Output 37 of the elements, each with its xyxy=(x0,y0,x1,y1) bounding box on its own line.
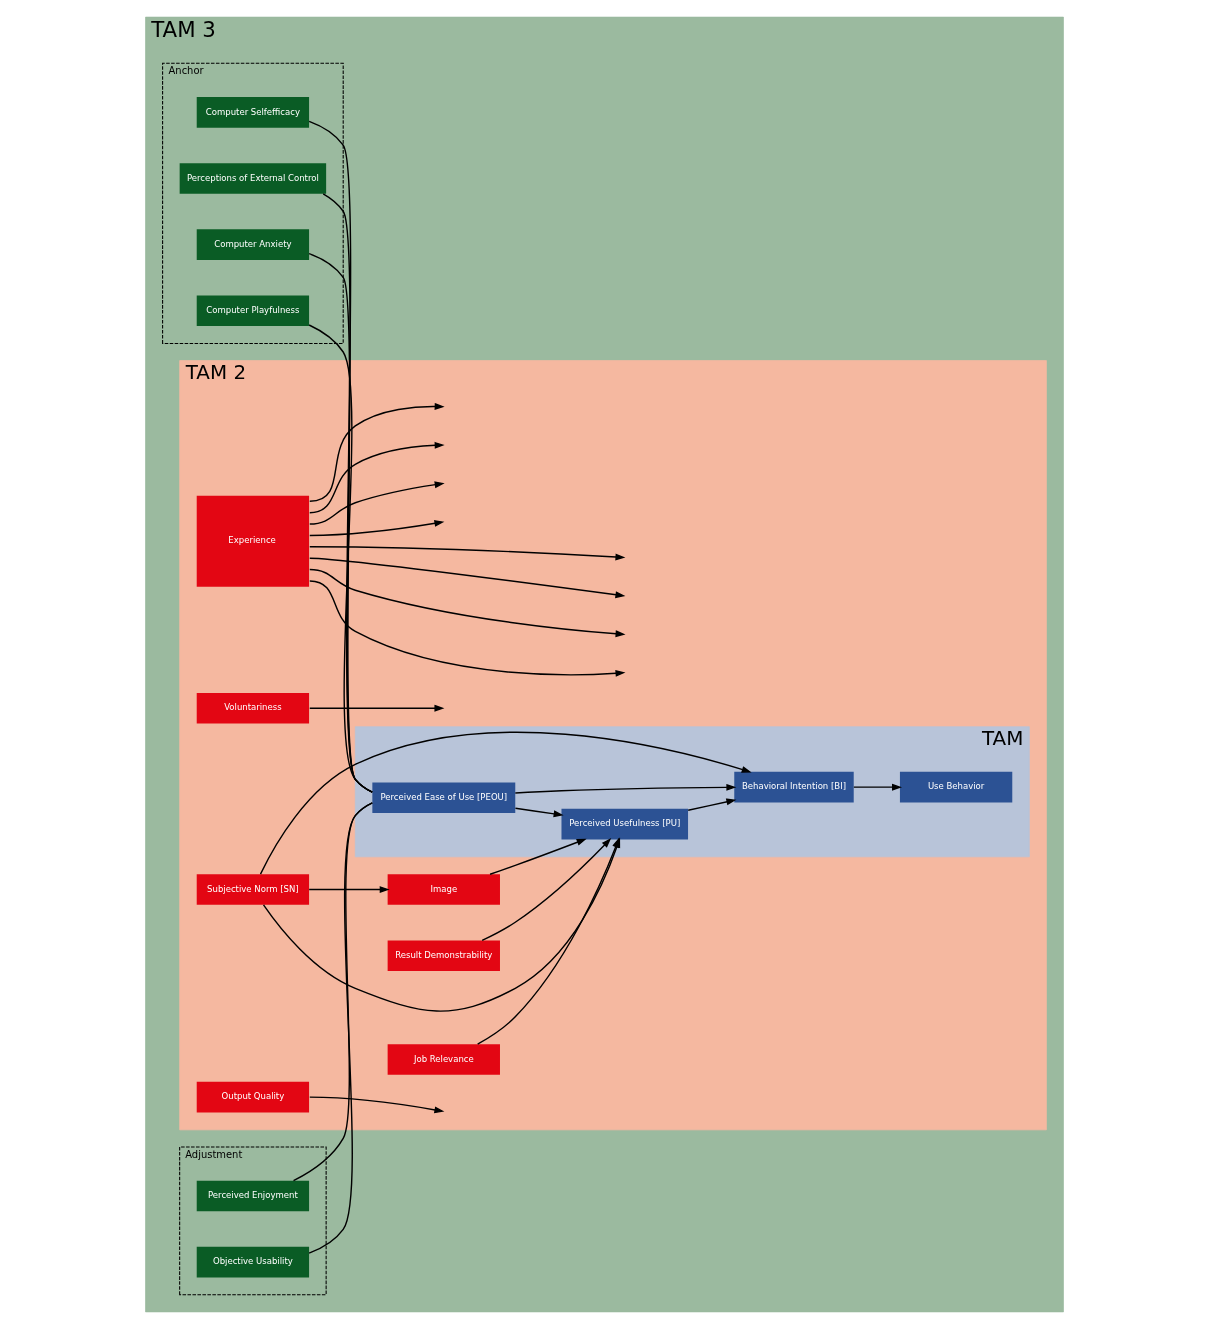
arrow xyxy=(514,783,736,794)
node-box: Behavioral Intention [BI] xyxy=(733,771,854,803)
arrow xyxy=(488,838,587,875)
arrow xyxy=(308,519,444,537)
node-box: Computer Playfulness xyxy=(196,295,309,327)
arrow xyxy=(308,441,445,514)
node-box: Computer Selfefficacy xyxy=(196,97,309,128)
node-box: Subjective Norm [SN] xyxy=(196,874,309,905)
arrow xyxy=(307,886,390,894)
node-box: Image xyxy=(387,874,500,905)
node-box: Voluntariness xyxy=(196,692,309,724)
node-box: Objective Usability xyxy=(196,1246,309,1278)
arrow xyxy=(308,557,625,599)
node-box: Output Quality xyxy=(196,1081,309,1113)
arrow xyxy=(308,1096,444,1114)
arrow xyxy=(308,704,444,712)
arrow xyxy=(852,783,902,791)
arrow xyxy=(308,481,445,525)
arrow xyxy=(259,731,752,875)
arrow xyxy=(687,798,736,811)
connector xyxy=(307,802,373,1254)
arrow xyxy=(480,838,611,942)
arrow xyxy=(308,568,625,638)
node-box: Computer Anxiety xyxy=(196,229,309,260)
node-box: Experience xyxy=(196,495,309,587)
arrow xyxy=(514,807,564,818)
node-box: Result Demonstrability xyxy=(387,940,500,971)
node-box: Perceptions of External Control xyxy=(179,163,326,194)
arrow xyxy=(308,546,625,561)
arrow xyxy=(308,580,625,677)
node-box: Use Behavior xyxy=(899,771,1012,803)
connector xyxy=(307,120,373,793)
node-box: Perceived Ease of Use [PEOU] xyxy=(371,782,515,814)
arrow xyxy=(308,403,445,503)
node-box: Perceived Enjoyment xyxy=(196,1180,309,1212)
node-box: Job Relevance xyxy=(387,1044,500,1075)
node-box: Perceived Usefulness [PU] xyxy=(561,808,688,840)
